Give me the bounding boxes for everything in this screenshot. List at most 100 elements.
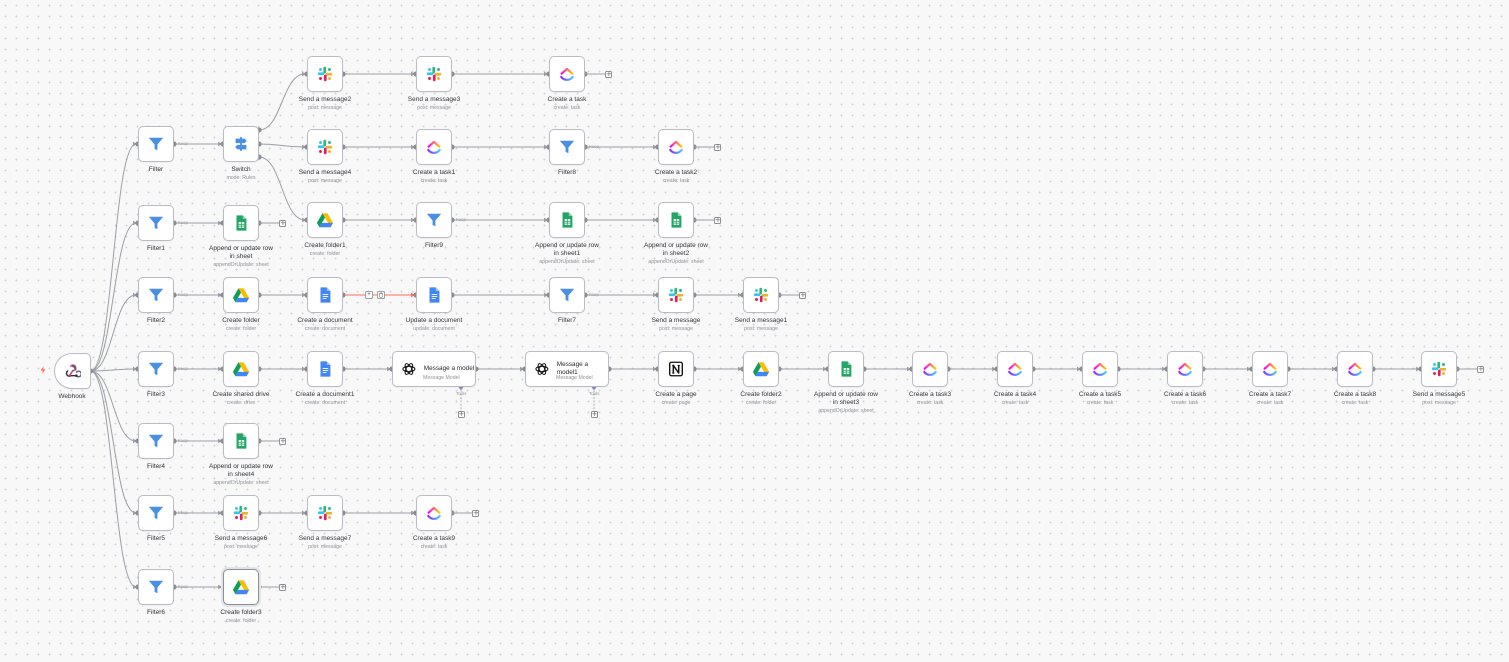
- node-label: Filter8: [557, 169, 577, 176]
- node-sendmsg7[interactable]: [307, 495, 343, 531]
- node-createdoc[interactable]: [307, 277, 343, 313]
- node-subtitle: post: message: [417, 104, 451, 111]
- connection-arrow: [133, 141, 137, 147]
- node-label: Create a task4: [993, 391, 1037, 398]
- node-subtitle: create: task: [553, 104, 581, 111]
- connection-arrow: [544, 71, 548, 77]
- node-label: Create shared drive: [212, 391, 270, 398]
- node-filter2[interactable]: [138, 277, 174, 313]
- node-filter5[interactable]: [138, 495, 174, 531]
- node-subtitle: create: folder: [309, 250, 341, 257]
- sheets-icon: [667, 211, 685, 229]
- node-appendsheet2[interactable]: [658, 202, 694, 238]
- node-msgmodel1[interactable]: Message a model1: [525, 351, 609, 387]
- add-tool-button[interactable]: [457, 411, 465, 418]
- node-shareddrive[interactable]: [223, 351, 259, 387]
- node-createtask2[interactable]: [658, 129, 694, 165]
- node-createtask1[interactable]: [416, 129, 452, 165]
- add-node-button[interactable]: [714, 216, 721, 224]
- node-msgmodel[interactable]: Message a model: [392, 351, 476, 387]
- node-filter1[interactable]: [138, 205, 174, 241]
- node-label: Filter2: [146, 317, 166, 324]
- node-appendsheet3[interactable]: [828, 351, 864, 387]
- node-label: Send a message3: [407, 96, 461, 103]
- node-createtask9[interactable]: [416, 495, 452, 531]
- clickup-icon: [1006, 360, 1024, 378]
- connection-arrow: [302, 292, 306, 298]
- node-createfolder2[interactable]: [743, 351, 779, 387]
- add-node-button[interactable]: [799, 291, 806, 299]
- node-createfolder3[interactable]: [223, 569, 259, 605]
- node-label: Create a page: [655, 391, 697, 398]
- node-createfolder[interactable]: [223, 277, 259, 313]
- node-updatedoc[interactable]: [416, 277, 452, 313]
- connection-arrow: [738, 292, 742, 298]
- add-node-button[interactable]: [714, 143, 721, 151]
- node-createdoc1[interactable]: [307, 351, 343, 387]
- add-node-button[interactable]: [279, 219, 286, 227]
- connection-arrow: [302, 217, 306, 223]
- node-sendmsg1[interactable]: [743, 277, 779, 313]
- node-filter4[interactable]: [138, 423, 174, 459]
- node-filter6[interactable]: [138, 569, 174, 605]
- node-subtitle: create: task: [662, 177, 690, 184]
- node-createtask[interactable]: [549, 56, 585, 92]
- node-sendmsg6[interactable]: [223, 495, 259, 531]
- node-filter9[interactable]: [416, 202, 452, 238]
- connection-delete-button[interactable]: [377, 291, 385, 299]
- edge-item-tag: Keep: [178, 366, 188, 371]
- node-createtask6[interactable]: [1167, 351, 1203, 387]
- node-createtask3[interactable]: [912, 351, 948, 387]
- node-sendmsg4[interactable]: [307, 129, 343, 165]
- node-sendmsg3[interactable]: [416, 56, 452, 92]
- node-subtitle: post: message: [308, 104, 342, 111]
- node-createfolder1[interactable]: [307, 202, 343, 238]
- node-sendmsg2[interactable]: [307, 56, 343, 92]
- clickup-icon: [1091, 360, 1109, 378]
- node-subtitle: update: document: [413, 325, 455, 332]
- node-filter[interactable]: [138, 126, 174, 162]
- node-append1[interactable]: [223, 205, 259, 241]
- node-sendmsg5[interactable]: [1421, 351, 1457, 387]
- node-label: Send a message4: [298, 169, 352, 176]
- node-appendsheet4[interactable]: [223, 423, 259, 459]
- connection-add-button[interactable]: +: [365, 291, 373, 299]
- node-createtask4[interactable]: [997, 351, 1033, 387]
- slack-icon: [425, 65, 443, 83]
- node-createpage[interactable]: [658, 351, 694, 387]
- node-switch[interactable]: [223, 126, 259, 162]
- slack-icon: [1430, 360, 1448, 378]
- connection-arrow: [218, 292, 222, 298]
- node-createtask8[interactable]: [1337, 351, 1373, 387]
- node-sendmsg[interactable]: [658, 277, 694, 313]
- connection-arrow: [1162, 366, 1166, 372]
- node-subtitle: appendOrUpdate: sheet: [539, 258, 595, 265]
- edge-item-tag: Keep: [178, 438, 188, 443]
- node-label: Send a message: [651, 317, 701, 324]
- add-node-button[interactable]: [605, 70, 612, 78]
- node-subtitle: post: message: [308, 177, 342, 184]
- node-createtask5[interactable]: [1082, 351, 1118, 387]
- node-createtask7[interactable]: [1252, 351, 1288, 387]
- node-filter3[interactable]: [138, 351, 174, 387]
- node-label: Create a document1: [295, 391, 355, 398]
- node-filter8[interactable]: [549, 129, 585, 165]
- filter-icon: [147, 504, 165, 522]
- add-node-button[interactable]: [279, 437, 286, 445]
- connection-arrow: [544, 292, 548, 298]
- add-tool-button[interactable]: [590, 411, 598, 418]
- node-filter7[interactable]: [549, 277, 585, 313]
- add-node-button[interactable]: [1477, 365, 1484, 373]
- tools-label: Tools: [456, 391, 467, 396]
- node-label: Filter5: [146, 535, 166, 542]
- node-webhook[interactable]: [53, 353, 91, 389]
- filter-icon: [147, 135, 165, 153]
- node-label: Filter: [148, 166, 164, 173]
- node-subtitle: appendOrUpdate: sheet: [213, 479, 269, 486]
- add-node-button[interactable]: [472, 509, 479, 517]
- node-subtitle: create: document: [304, 325, 346, 332]
- add-node-button[interactable]: [279, 583, 286, 591]
- node-appendsheet1[interactable]: [549, 202, 585, 238]
- filter-icon: [147, 578, 165, 596]
